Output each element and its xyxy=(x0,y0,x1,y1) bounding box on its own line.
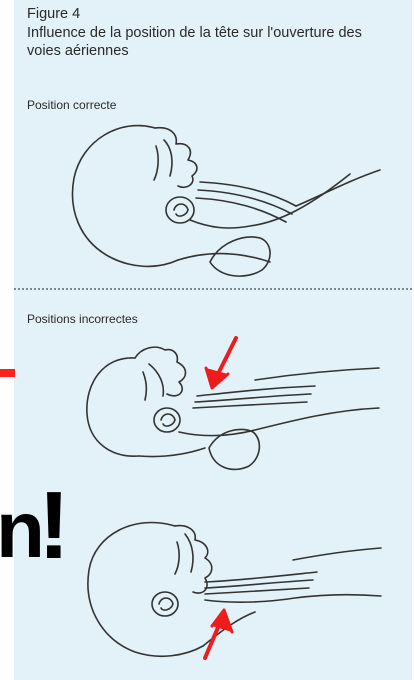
overlay-exclamation: ! xyxy=(38,478,70,574)
arrow-head xyxy=(206,368,228,388)
red-arrow-upper xyxy=(206,338,236,388)
red-dash-mark xyxy=(0,369,15,377)
arrow-head xyxy=(212,610,232,632)
red-arrow-lower xyxy=(205,610,232,658)
